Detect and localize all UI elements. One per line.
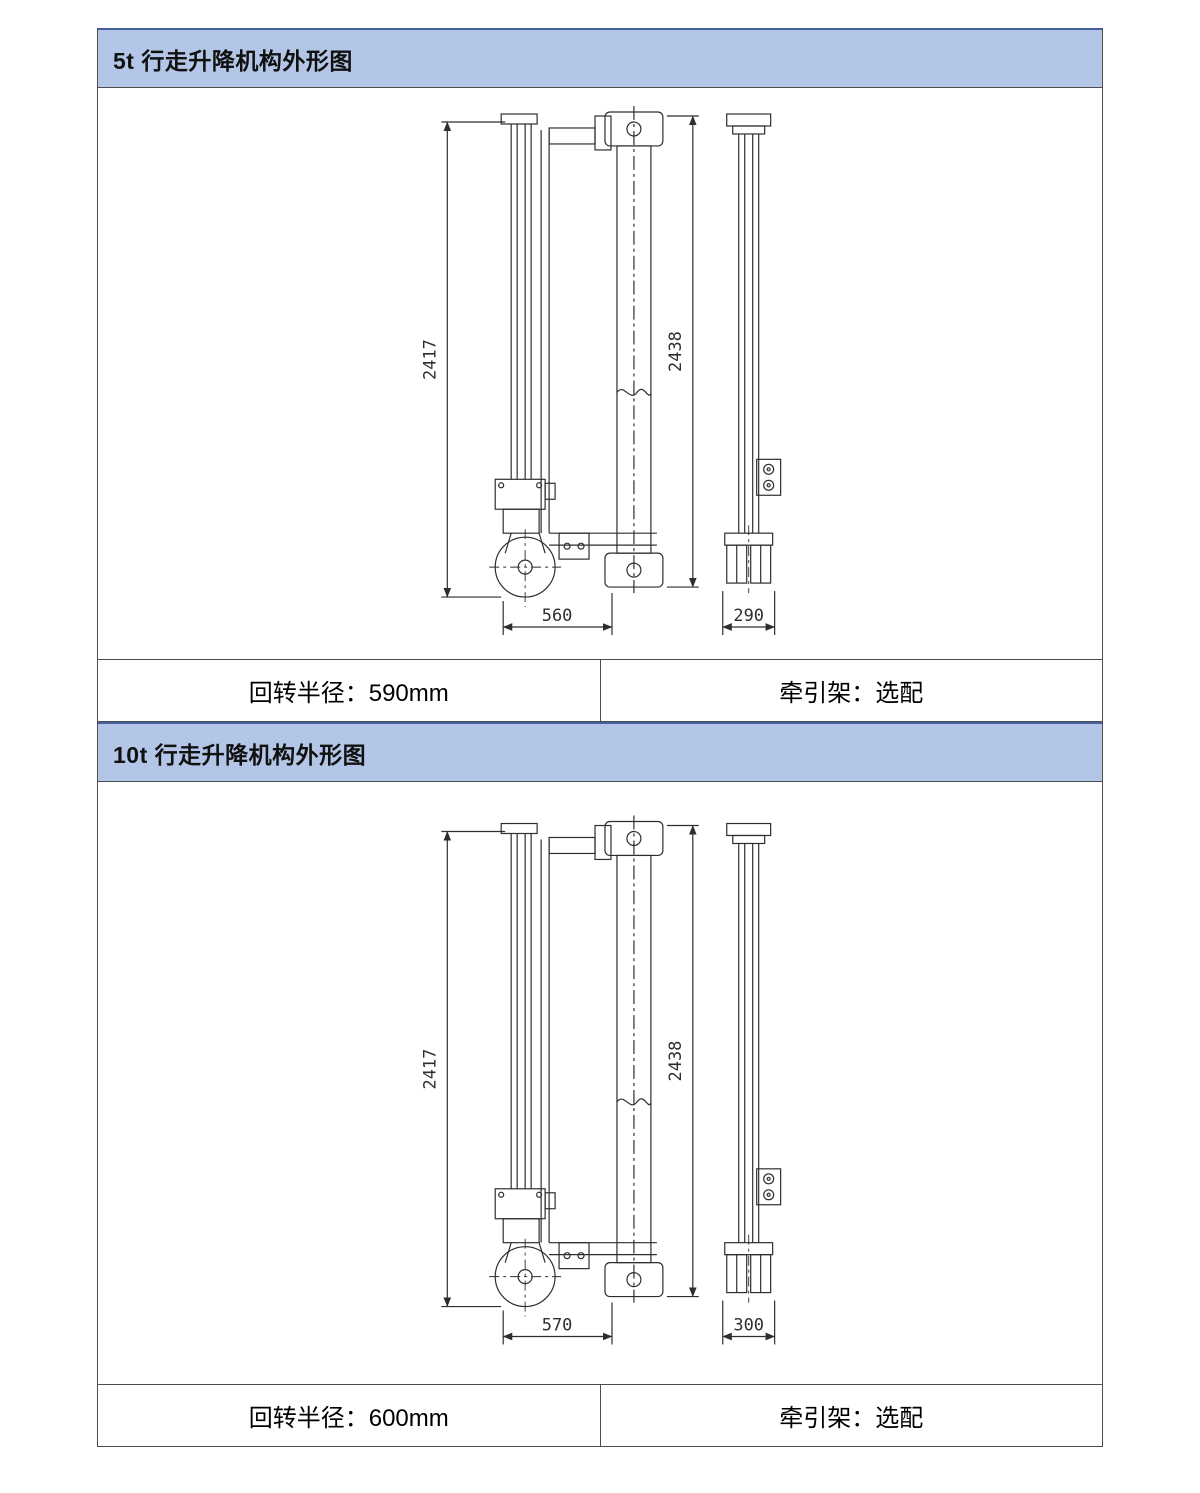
info-row-10t: 回转半径：600mm 牵引架：选配: [98, 1385, 1102, 1447]
traction-frame-text-5t: 牵引架：选配: [779, 680, 924, 707]
dim-label-front-width-5t: 560: [542, 605, 573, 625]
section-title-5t: 5t 行走升降机构外形图: [113, 47, 353, 74]
drawing-area-5t: 2417 2438 560 290: [98, 88, 1102, 660]
dim-label-side-width-10t: 300: [733, 1315, 764, 1335]
info-row-5t: 回转半径：590mm 牵引架：选配: [98, 660, 1102, 722]
rotation-radius-text-5t: 回转半径：590mm: [248, 680, 449, 707]
rotation-radius-cell-10t: 回转半径：600mm: [98, 1385, 601, 1446]
dim-label-beam-height-10t: 2438: [665, 1041, 685, 1082]
traction-frame-text-10t: 牵引架：选配: [779, 1405, 924, 1432]
section-header-5t: 5t 行走升降机构外形图: [98, 28, 1102, 88]
mechanism-outline-drawing: [441, 106, 780, 635]
drawing-area-10t: 2417 2438 570 300: [98, 782, 1102, 1385]
section-header-10t: 10t 行走升降机构外形图: [98, 722, 1102, 782]
rotation-radius-cell-5t: 回转半径：590mm: [98, 660, 601, 721]
traction-frame-cell-5t: 牵引架：选配: [601, 660, 1103, 721]
rotation-radius-text-10t: 回转半径：600mm: [248, 1405, 449, 1432]
traction-frame-cell-10t: 牵引架：选配: [601, 1385, 1103, 1446]
mechanism-outline-drawing: [441, 816, 780, 1345]
dim-label-side-width-5t: 290: [733, 605, 764, 625]
section-title-10t: 10t 行走升降机构外形图: [113, 741, 367, 768]
dim-label-beam-height-5t: 2438: [665, 331, 685, 372]
dim-label-front-height-5t: 2417: [419, 339, 439, 380]
technical-drawing-10t: 2417 2438 570 300: [419, 782, 1102, 1384]
dim-label-front-height-10t: 2417: [419, 1049, 439, 1090]
dim-label-front-width-10t: 570: [542, 1315, 573, 1335]
spec-table: 5t 行走升降机构外形图 2417 2438 560 290 回转半径：590m…: [97, 28, 1103, 1447]
technical-drawing-5t: 2417 2438 560 290: [419, 88, 1102, 659]
